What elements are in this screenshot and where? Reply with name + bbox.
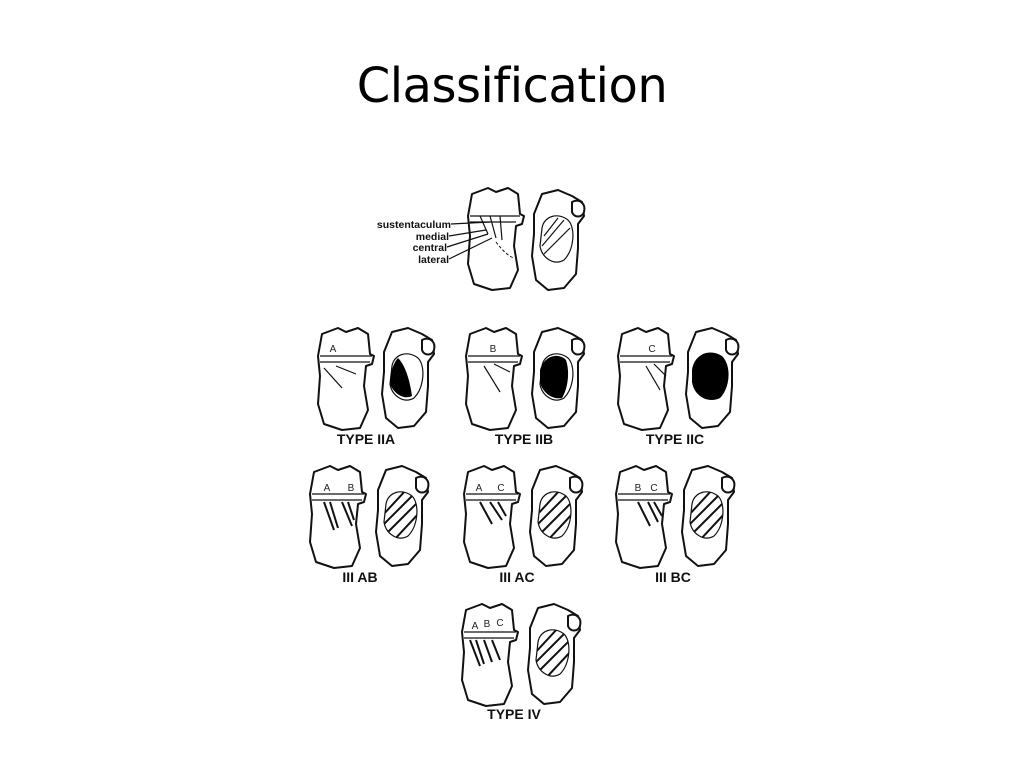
reference-panel: sustentaculum medial central lateral xyxy=(377,187,586,291)
panel-label-type-iia: TYPE IIA xyxy=(337,431,395,447)
fragment-label: B xyxy=(490,344,497,355)
anatomy-label-sustentaculum: sustentaculum xyxy=(377,219,451,231)
panel-type-iii-ac: A C III AC xyxy=(463,465,584,585)
fragment-label: B xyxy=(484,619,491,630)
fragment-label: A xyxy=(324,483,331,494)
type-iib-facet-view xyxy=(531,327,586,429)
type-iii-bc-coronal-view xyxy=(615,465,673,569)
type-iii-ac-coronal-view xyxy=(463,465,521,569)
panel-type-iib: B TYPE IIB xyxy=(465,327,586,447)
fragment-label: C xyxy=(496,618,503,629)
panel-label-type-iii-ac: III AC xyxy=(499,569,534,585)
type-iia-coronal-view xyxy=(317,327,375,431)
panel-type-iii-ab: A B III AB xyxy=(309,465,430,585)
panel-type-iia: A TYPE IIA xyxy=(317,327,436,447)
depressed-fragment-fill xyxy=(390,358,412,398)
type-iib-coronal-view xyxy=(465,327,523,431)
panel-type-iic: C TYPE IIC xyxy=(617,327,740,447)
type-iii-bc-facet-view xyxy=(681,465,736,567)
fragment-label: A xyxy=(476,483,483,494)
type-iii-ac-facet-view xyxy=(529,465,584,567)
anatomy-label-medial: medial xyxy=(416,231,449,243)
type-iv-coronal-view xyxy=(461,603,519,707)
panel-type-iv: A B C TYPE IV xyxy=(461,603,582,722)
panel-label-type-iic: TYPE IIC xyxy=(646,431,704,447)
panel-label-type-iib: TYPE IIB xyxy=(495,431,553,447)
panel-label-type-iv: TYPE IV xyxy=(487,706,541,722)
panel-label-type-iii-bc: III BC xyxy=(655,569,691,585)
anatomy-pointer-lines xyxy=(446,221,493,260)
anatomy-label-lateral: lateral xyxy=(418,254,449,266)
panel-label-type-iii-ab: III AB xyxy=(342,569,377,585)
fragment-label: B xyxy=(348,483,355,494)
panel-type-iii-bc: B C III BC xyxy=(615,465,736,585)
fragment-label: C xyxy=(497,483,504,494)
type-iv-facet-view xyxy=(527,603,582,705)
fragment-label: B xyxy=(635,483,642,494)
fragment-label: C xyxy=(648,344,655,355)
type-iii-ab-coronal-view xyxy=(309,465,367,569)
anatomy-label-central: central xyxy=(413,242,448,254)
depressed-fragment-fill xyxy=(692,352,729,401)
slide-title: Classification xyxy=(356,58,668,114)
type-iic-coronal-view xyxy=(617,327,675,431)
depressed-fragment-fill xyxy=(540,355,569,399)
type-iic-facet-view xyxy=(685,327,740,429)
fragment-label: A xyxy=(472,621,479,632)
fragment-label: A xyxy=(330,344,337,355)
reference-facet-view xyxy=(531,189,586,291)
fragment-label: C xyxy=(650,483,657,494)
type-iii-ab-facet-view xyxy=(375,465,430,567)
reference-coronal-view xyxy=(467,187,525,291)
type-iia-facet-view xyxy=(381,327,436,429)
